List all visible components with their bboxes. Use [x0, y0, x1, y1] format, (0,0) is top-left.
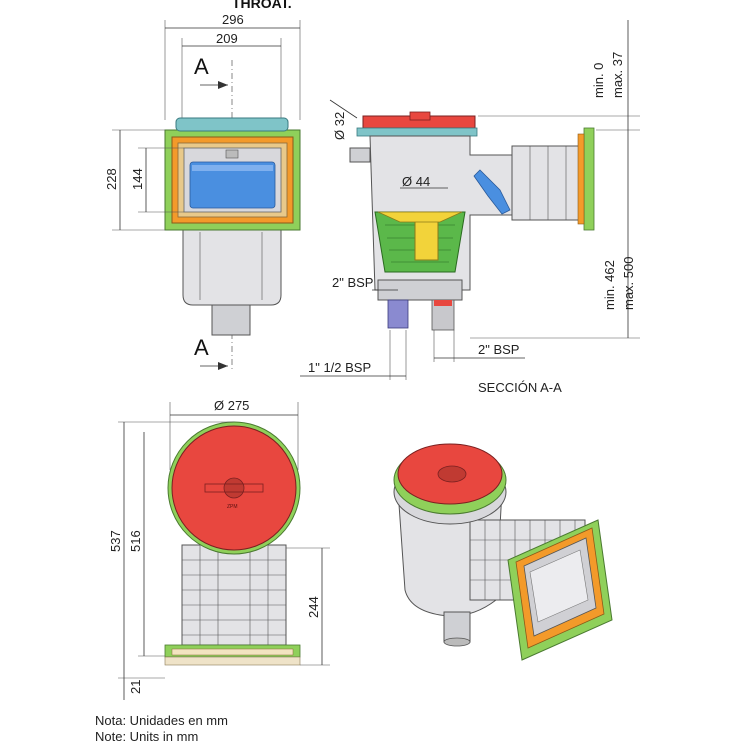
top-view: Ø 275 ZPM 537 516 21 244	[108, 398, 330, 700]
dim-21-label: 21	[128, 680, 143, 694]
dia-44-label: Ø 44	[402, 174, 430, 189]
dia-275-label: Ø 275	[214, 398, 249, 413]
section-view: Ø 32 Ø 44	[300, 20, 640, 395]
dim-516-label: 516	[128, 530, 143, 552]
note-es: Nota: Unidades en mm	[95, 713, 228, 728]
dia-32-label: Ø 32	[332, 112, 347, 140]
dim-244-label: 244	[306, 596, 321, 618]
min-0-label: min. 0	[591, 63, 606, 98]
section-mark-top: A	[194, 54, 209, 79]
bsp-upper-label: 2" BSP	[332, 275, 373, 290]
dim-228-label: 228	[104, 168, 119, 190]
section-mark-bottom: A	[194, 335, 209, 360]
bsp-right-label: 2" BSP	[478, 342, 519, 357]
max-500-label: max. 500	[621, 257, 636, 310]
dim-296-label: 296	[222, 12, 244, 27]
front-view: 296 209 A 228	[104, 12, 301, 370]
dim-144-label: 144	[130, 168, 145, 190]
dim-209-label: 209	[216, 31, 238, 46]
iso-view	[393, 443, 613, 661]
note-en: Note: Units in mm	[95, 729, 199, 744]
dim-537-label: 537	[108, 530, 123, 552]
section-caption: SECCIÓN A-A	[478, 380, 562, 395]
lid-brand: ZPM	[227, 504, 238, 510]
bsp-left-label: 1" 1/2 BSP	[308, 360, 371, 375]
min-462-label: min. 462	[602, 260, 617, 310]
max-37-label: max. 37	[610, 52, 625, 98]
header-partial-text: THROAT.	[232, 0, 292, 11]
